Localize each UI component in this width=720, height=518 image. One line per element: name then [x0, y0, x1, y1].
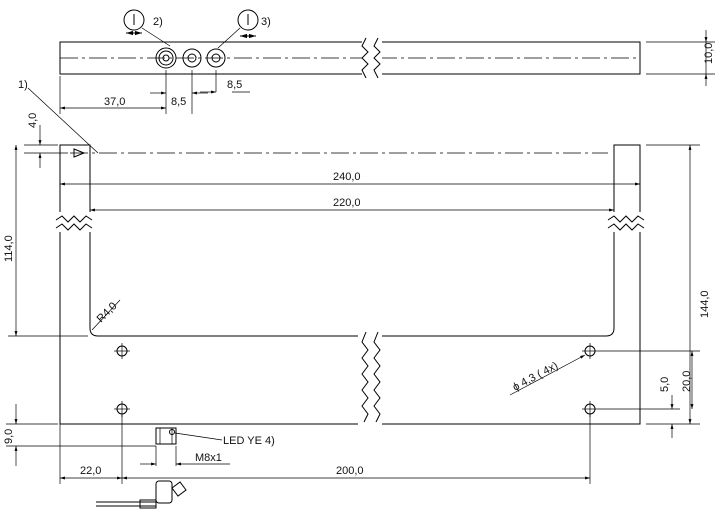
dim-vert-5: 5,0: [659, 377, 671, 392]
dim-width-240: 240,0: [333, 171, 361, 183]
mount-hole-top-left: [114, 343, 130, 359]
top-view: 2) 3) 10,0 37,0 8,5 8,5: [59, 9, 715, 114]
dim-vert-9: 9,0: [3, 429, 15, 444]
break-mark-right-a: [607, 215, 645, 223]
dim-top-height: 10,0: [703, 43, 715, 64]
dim-thread: M8x1: [195, 452, 222, 464]
connector-socket: [155, 47, 177, 69]
dim-horiz-22: 22,0: [80, 465, 101, 477]
rotary-knob-icon-2: [123, 9, 171, 47]
break-mark-top-left: [361, 37, 369, 79]
dim-spacing-b: 8,5: [227, 79, 242, 91]
callout-2: 2): [153, 16, 163, 28]
dim-height-114: 114,0: [3, 235, 15, 262]
break-mark-left-a: [55, 215, 93, 223]
dim-hole-diameter: ϕ 4,3 ( 4x): [511, 360, 560, 394]
rotary-knob-icon-3: [217, 9, 259, 49]
break-mark-top-right: [373, 37, 381, 79]
dim-vert-20: 20,0: [681, 371, 693, 392]
dim-horiz-200: 200,0: [336, 465, 364, 477]
potentiometer-3: [206, 48, 226, 68]
dim-radius: R4,0: [95, 300, 120, 325]
frame-outline: [59, 144, 641, 425]
dim-height-144: 144,0: [699, 290, 711, 318]
break-mark-left-b: [55, 223, 93, 231]
led-label: LED YE 4): [223, 435, 275, 447]
break-mark-bottom-right: [373, 331, 381, 423]
m8-connector: [155, 427, 177, 445]
mount-hole-top-right: [582, 343, 598, 359]
dimensions: 4,0 114,0 240,0 220,0 R4,0 144,0 ϕ 4,3 (…: [3, 113, 711, 484]
dim-offset-37: 37,0: [104, 96, 125, 108]
break-mark-right-b: [607, 223, 645, 231]
dim-spacing-a: 8,5: [171, 96, 186, 108]
callout-1: 1): [18, 79, 28, 91]
beam-arrow: [73, 148, 86, 158]
angled-cable-connector: [96, 480, 187, 509]
potentiometer-2: [182, 48, 202, 68]
break-mark-bottom-left: [361, 331, 369, 423]
dim-width-220: 220,0: [333, 197, 361, 209]
front-view: 1) LED YE 4): [18, 79, 646, 509]
callout-3: 3): [261, 16, 271, 28]
dim-offset-4: 4,0: [27, 113, 39, 128]
